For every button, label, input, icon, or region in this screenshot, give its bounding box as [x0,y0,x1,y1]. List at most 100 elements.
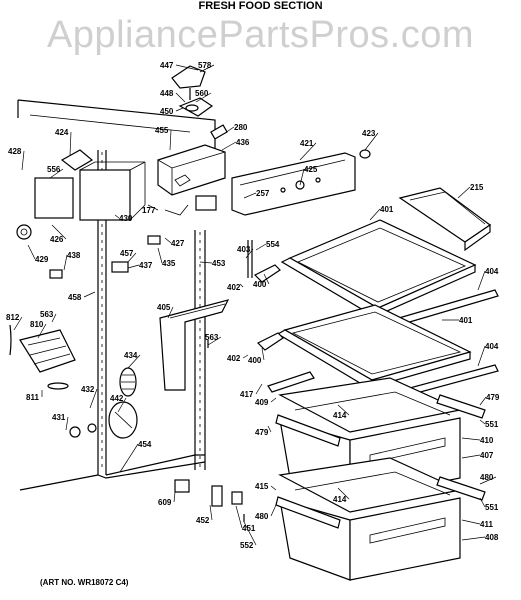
part-label-430: 430 [119,214,133,223]
leader-line-410 [461,437,481,441]
leader-line-551 [479,497,486,508]
leader-line-448 [175,92,186,103]
part-label-408: 408 [485,533,499,542]
shelf-bracket-405 [159,299,230,391]
leader-line-453 [199,261,213,264]
leader-line-400 [263,273,270,285]
part-label-479: 479 [486,393,500,402]
part-label-400: 400 [248,356,262,365]
part-label-435: 435 [162,259,176,268]
leader-line-430 [114,214,120,219]
part-label-401: 401 [459,316,473,325]
part-label-578: 578 [198,61,212,70]
dairy-bin-215 [398,187,492,252]
leader-line-404 [477,270,486,291]
leader-line-426 [51,224,67,240]
leader-line-812 [13,316,23,331]
part-label-448: 448 [160,89,174,98]
part-label-428: 428 [8,147,22,156]
leader-line-436 [221,141,237,151]
shelf-upper [280,219,499,327]
part-label-480: 480 [255,512,269,521]
leader-line-435 [157,247,163,264]
part-label-427: 427 [171,239,185,248]
part-label-423: 423 [362,129,376,138]
leader-line-447 [175,64,199,71]
cabinet-frame [17,99,216,491]
part-label-177: 177 [142,206,156,215]
part-label-554: 554 [266,240,280,249]
leader-line-438 [63,254,68,271]
part-label-407: 407 [480,451,494,460]
control-panel-421 [231,152,356,216]
leader-line-432 [89,388,98,409]
leader-line-563 [51,313,57,323]
leader-line-411 [461,519,481,525]
leader-line-552 [243,521,257,546]
part-label-457: 457 [120,249,134,258]
part-label-810: 810 [30,320,44,329]
part-label-429: 429 [35,255,49,264]
leader-line-428 [21,150,25,171]
leader-line-452 [209,504,213,521]
leader-line-437 [127,264,140,269]
leader-line-457 [127,252,137,263]
part-label-409: 409 [255,398,269,407]
leader-line-480 [479,476,497,485]
shelf-supports [253,264,315,393]
leader-line-609 [173,491,176,503]
part-label-404: 404 [485,342,499,351]
leader-line-423 [364,132,379,151]
part-label-431: 431 [52,413,66,422]
leader-line-427 [164,237,172,244]
part-label-432: 432 [81,385,95,394]
thermostat-parts [16,149,217,279]
leader-line-480 [270,504,277,517]
part-label-551: 551 [485,503,499,512]
leader-line-409 [270,397,277,403]
leader-line-402 [239,283,244,288]
leader-line-479 [267,425,272,433]
page-title: FRESH FOOD SECTION [198,0,323,12]
leader-line-421 [299,142,317,161]
part-label-551: 551 [485,420,499,429]
leader-line-563 [207,336,222,346]
leader-line-554 [255,243,267,251]
leader-line-455 [169,129,172,151]
part-label-437: 437 [139,261,153,270]
bottom-hardware [174,240,253,522]
part-label-560: 560 [195,89,209,98]
part-label-280: 280 [234,123,248,132]
control-housing [157,144,226,196]
part-label-401: 401 [380,205,394,214]
part-label-434: 434 [124,351,138,360]
part-label-458: 458 [68,293,82,302]
part-label-417: 417 [240,390,254,399]
part-label-447: 447 [160,61,174,70]
leader-line-431 [65,416,69,431]
crisper-drawer-lower [275,457,486,581]
leader-line-451 [235,505,243,529]
leader-line-402 [242,354,249,359]
leader-line-405 [167,306,174,319]
part-label-479: 479 [255,428,269,437]
leader-line-458 [83,291,96,298]
leader-line-429 [27,244,36,260]
leader-line-434 [127,354,141,369]
part-label-414: 414 [333,411,347,420]
part-label-453: 453 [212,259,226,268]
leader-line-417 [255,383,263,395]
part-label-402: 402 [227,354,241,363]
part-label-426: 426 [50,235,64,244]
leader-line-177 [147,204,159,211]
part-label-452: 452 [196,516,210,525]
art-number: (ART NO. WR18072 C4) [40,578,129,587]
part-label-405: 405 [157,303,171,312]
part-label-556: 556 [47,165,61,174]
leader-line-556 [49,168,64,179]
leader-line-578 [199,64,215,73]
part-label-454: 454 [138,440,152,449]
part-label-455: 455 [155,126,169,135]
